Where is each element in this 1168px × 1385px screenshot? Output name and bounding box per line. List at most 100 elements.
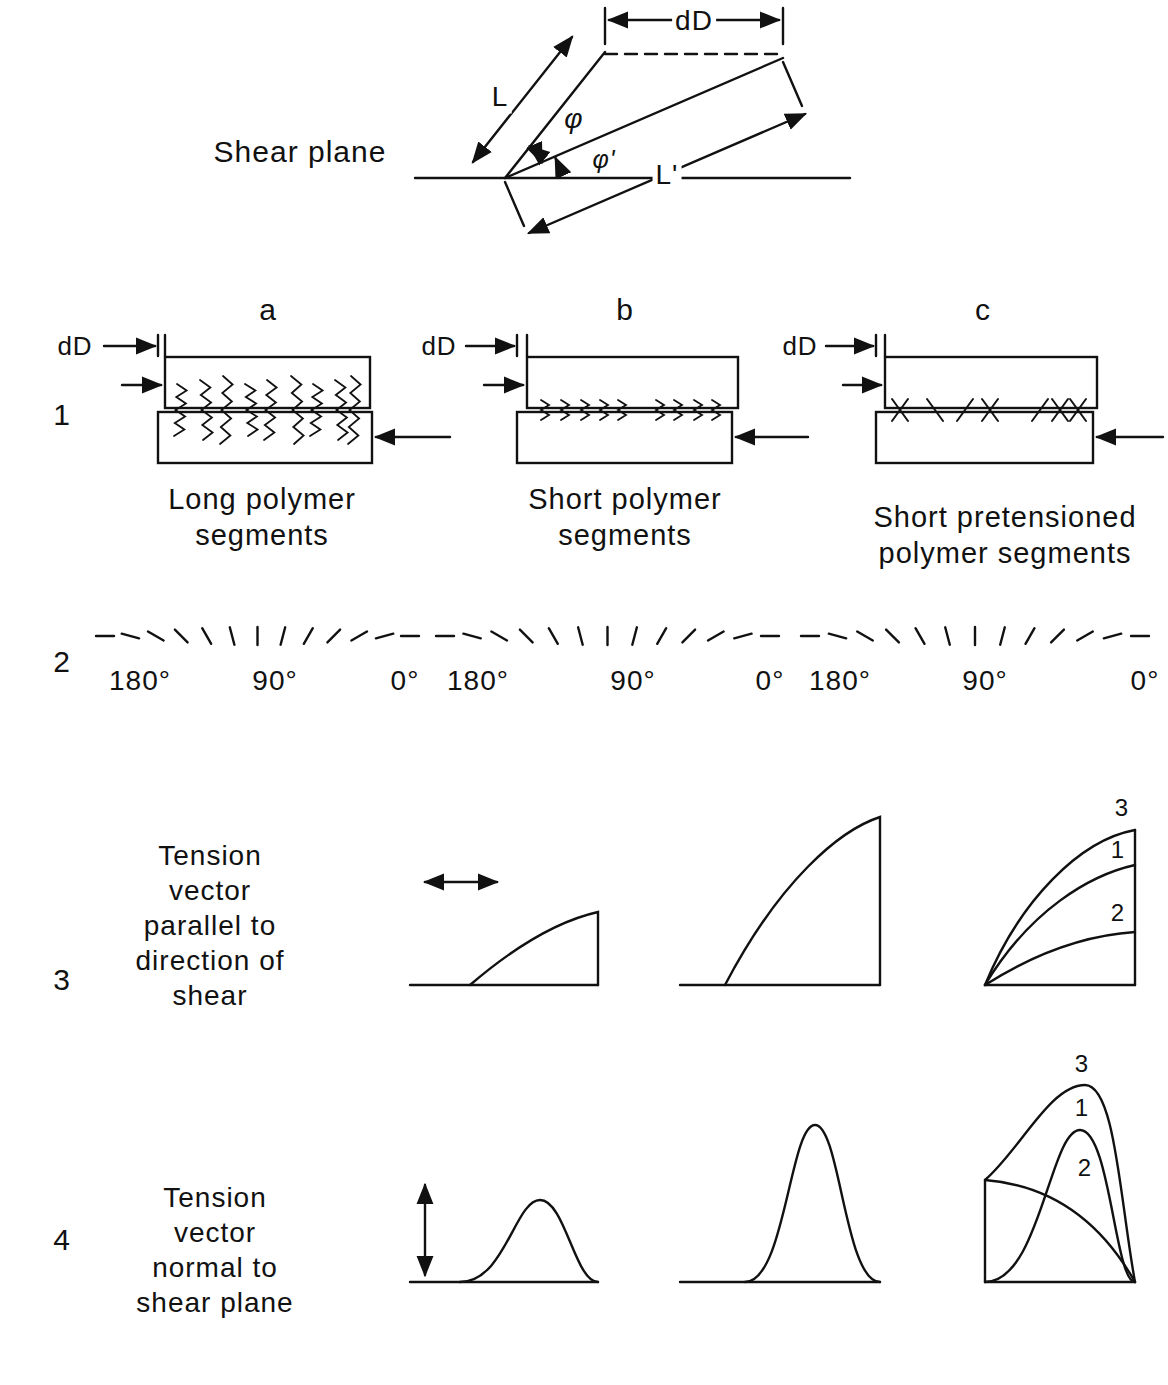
pretensioned-segment <box>1032 399 1048 421</box>
row-number: 1 <box>53 396 71 434</box>
row-number: 3 <box>53 961 71 999</box>
orientation-tick <box>1026 628 1035 644</box>
plot-axis <box>1134 830 1136 985</box>
orientation-tick <box>657 628 666 644</box>
long-polymer-segment <box>291 376 304 444</box>
long-polymer-segment <box>174 384 187 436</box>
displacement-dashed <box>605 53 783 55</box>
column-letter: a <box>259 291 277 329</box>
orientation-tick <box>491 632 507 641</box>
column-letter: b <box>616 291 634 329</box>
orientation-tick <box>148 632 164 641</box>
direction-arrow <box>424 1185 426 1275</box>
caption-text: Short pretensioned polymer segments <box>870 499 1140 572</box>
force-arrow <box>122 384 161 386</box>
shear-plane-line <box>415 177 850 179</box>
orientation-tick <box>857 632 873 641</box>
pretensioned-segment <box>1052 399 1068 421</box>
angle-value: 0° <box>756 663 785 698</box>
displacement-tick <box>164 335 166 356</box>
orientation-tick <box>304 628 313 644</box>
displacement-tick <box>875 335 877 356</box>
orientation-tick <box>230 627 235 644</box>
plot-curve <box>745 1125 880 1282</box>
caption-text: Long polymer segments <box>112 481 412 554</box>
orientation-tick <box>682 630 695 643</box>
long-polymer-segment <box>348 376 361 444</box>
short-polymer-segment <box>600 400 608 420</box>
orientation-tick <box>708 632 724 641</box>
curve-number: 3 <box>1075 1049 1089 1079</box>
orientation-tick <box>632 627 637 644</box>
row-number: 2 <box>53 643 71 681</box>
long-polymer-segment <box>310 384 323 436</box>
pretensioned-segment <box>892 399 908 421</box>
orientation-tick <box>202 628 211 644</box>
pretensioned-segment <box>927 399 943 421</box>
orientation-tick <box>96 635 114 637</box>
short-polymer-segment <box>581 400 589 420</box>
displacement-tick <box>157 335 159 356</box>
angle-label: φ' <box>592 144 615 175</box>
angle-label: φ <box>564 101 583 136</box>
dimension-label: dD <box>672 3 716 38</box>
curve-number: 1 <box>1111 835 1125 865</box>
orientation-tick <box>916 628 925 644</box>
upper-block <box>527 357 738 408</box>
short-polymer-segment <box>561 400 569 420</box>
orientation-tick <box>886 630 899 643</box>
angle-arc <box>556 158 561 175</box>
displacement-arrow <box>466 345 514 347</box>
orientation-tick <box>376 634 393 639</box>
sheared-segment-line <box>505 58 783 178</box>
dimension-line <box>473 37 572 162</box>
force-arrow <box>484 384 523 386</box>
dimension-label: L <box>489 79 512 114</box>
long-polymer-segment <box>200 380 213 440</box>
orientation-tick <box>801 635 819 637</box>
plot-curve <box>985 1130 1135 1282</box>
plot-axis <box>410 1281 598 1283</box>
orientation-tick <box>1051 630 1064 643</box>
short-polymer-segment <box>694 400 702 420</box>
short-polymer-segment <box>674 400 682 420</box>
plot-axis <box>985 984 1135 986</box>
row-description: Tension vector normal to shear plane <box>125 1180 305 1320</box>
plot-curve <box>460 1200 598 1282</box>
extension-line <box>505 182 524 226</box>
orientation-tick <box>578 627 583 644</box>
force-arrow <box>843 384 881 386</box>
plot-curve <box>985 865 1135 985</box>
extension-line <box>782 8 784 44</box>
dimension-label: dD <box>57 330 92 363</box>
dimension-label: L' <box>653 157 682 192</box>
displacement-arrow <box>826 345 873 347</box>
upper-block <box>885 357 1097 408</box>
orientation-tick <box>520 630 533 643</box>
row-description: Tension vector parallel to direction of … <box>134 838 286 1013</box>
angle-value: 180° <box>447 663 509 698</box>
force-arrow <box>376 436 450 438</box>
plot-axis <box>985 1281 1135 1283</box>
orientation-tick <box>436 635 454 637</box>
plot-curve <box>725 817 880 985</box>
orientation-tick <box>463 634 480 639</box>
pretensioned-segment <box>1052 399 1068 421</box>
row-number: 4 <box>53 1221 71 1259</box>
displacement-tick <box>526 335 528 356</box>
plot-curve <box>985 830 1135 985</box>
plot-curve <box>985 1085 1135 1282</box>
angle-value: 90° <box>252 663 297 698</box>
pretensioned-segment <box>957 399 973 421</box>
dimension-label: dD <box>782 330 817 363</box>
axis-label: Shear plane <box>214 133 387 171</box>
angle-value: 180° <box>809 663 871 698</box>
long-polymer-segment <box>264 380 277 440</box>
plot-axis <box>410 984 598 986</box>
angle-value: 0° <box>1131 663 1160 698</box>
extension-line <box>604 8 606 44</box>
orientation-tick <box>351 632 367 641</box>
curve-number: 2 <box>1111 898 1125 928</box>
orientation-tick <box>549 628 558 644</box>
orientation-tick <box>829 634 846 639</box>
